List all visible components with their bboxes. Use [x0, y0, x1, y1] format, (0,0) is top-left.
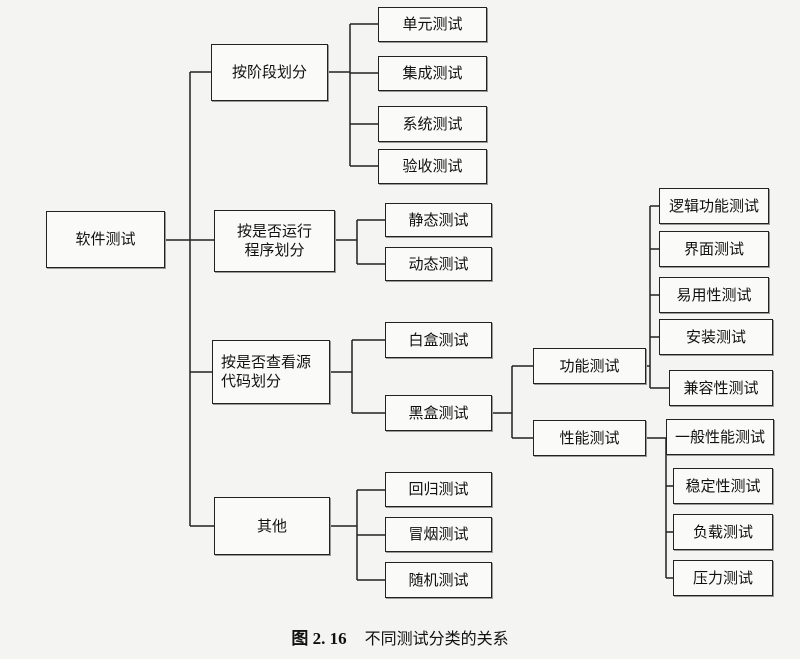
unit-test-node: 单元测试: [378, 7, 487, 42]
integration-test-node: 集成测试: [378, 56, 487, 91]
static-test-node: 静态测试: [385, 203, 492, 237]
dynamic-test-node: 动态测试: [385, 247, 492, 281]
black-box-test-node: 黑盒测试: [385, 395, 492, 431]
stability-test-node: 稳定性测试: [673, 468, 773, 504]
category-by-running: 按是否运行 程序划分: [214, 210, 335, 272]
load-test-node: 负载测试: [673, 514, 773, 550]
root-node: 软件测试: [46, 211, 165, 268]
compatibility-test-node: 兼容性测试: [669, 370, 773, 406]
general-performance-test-node: 一般性能测试: [666, 419, 774, 455]
interface-test-node: 界面测试: [659, 231, 769, 267]
usability-test-node: 易用性测试: [659, 277, 769, 313]
category-other: 其他: [214, 497, 330, 555]
performance-test-node: 性能测试: [533, 420, 646, 456]
figure-title: 不同测试分类的关系: [364, 629, 509, 648]
system-test-node: 系统测试: [378, 106, 487, 142]
regression-test-node: 回归测试: [385, 472, 492, 507]
category-by-stage: 按阶段划分: [211, 44, 328, 101]
smoke-test-node: 冒烟测试: [385, 517, 492, 552]
figure-caption: 图 2. 16 不同测试分类的关系: [0, 624, 800, 649]
functional-test-node: 功能测试: [533, 348, 646, 384]
acceptance-test-node: 验收测试: [378, 149, 487, 184]
installation-test-node: 安装测试: [659, 319, 773, 355]
figure-number: 图 2. 16: [291, 629, 347, 648]
white-box-test-node: 白盒测试: [385, 322, 492, 358]
random-test-node: 随机测试: [385, 562, 492, 598]
category-by-source: 按是否查看源 代码划分: [212, 340, 330, 404]
stress-test-node: 压力测试: [673, 560, 773, 596]
logic-function-test-node: 逻辑功能测试: [659, 188, 769, 224]
